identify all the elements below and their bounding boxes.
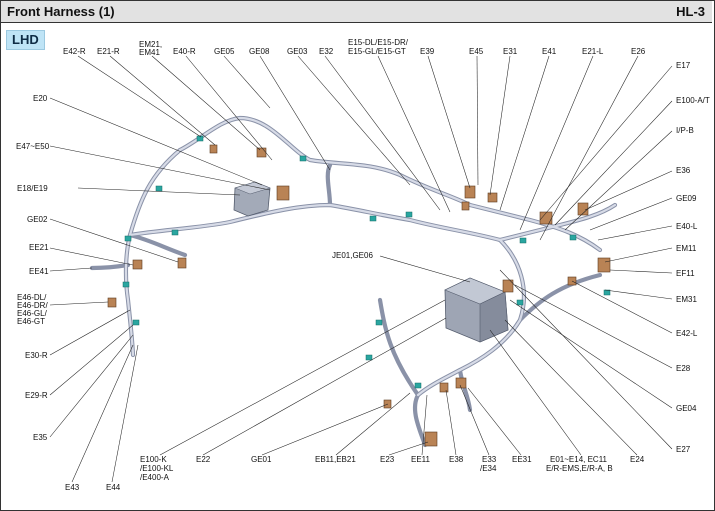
label-e46-line1: E46-DL/: [17, 293, 47, 302]
label-e26: E26: [631, 47, 646, 56]
label-ge05: GE05: [214, 47, 235, 56]
label-ee31: EE31: [512, 455, 532, 464]
page-title: Front Harness (1): [7, 4, 115, 19]
label-e24: E24: [630, 455, 645, 464]
connector-icon: [502, 279, 514, 293]
junction-block: [233, 181, 271, 217]
label-ef11: EF11: [676, 269, 695, 278]
label-e18-e19: E18/E19: [17, 184, 48, 193]
connector-icon: [464, 185, 476, 199]
label-em11: EM11: [676, 244, 697, 253]
label-e32: E32: [319, 47, 334, 56]
label-e40-r: E40-R: [173, 47, 196, 56]
label-e46-line2: E46-DR/: [17, 301, 48, 310]
label-ge04: GE04: [676, 404, 697, 413]
label-e15-line1: E15-DL/E15-DR/: [348, 38, 409, 47]
label-em31: EM31: [676, 295, 697, 304]
label-e47-e50: E47~E50: [16, 142, 50, 151]
label-e43: E43: [65, 483, 80, 492]
label-e42-l: E42-L: [676, 329, 698, 338]
label-e29-r: E29-R: [25, 391, 48, 400]
label-e21-l: E21-L: [582, 47, 604, 56]
label-e100-k-line1: E100-K: [140, 455, 167, 464]
connector-icon: [209, 144, 218, 154]
label-e46-line3: E46-GL/: [17, 309, 48, 318]
label-e100-at: E100-A/T: [676, 96, 710, 105]
label-ip-b: I/P-B: [676, 126, 694, 135]
label-e100-k-line3: /E400-A: [140, 473, 170, 482]
label-e45: E45: [469, 47, 484, 56]
label-ee11: EE11: [411, 455, 431, 464]
label-e15-line2: E15-GL/E15-GT: [348, 47, 406, 56]
label-em21: EM21,: [139, 40, 162, 49]
connector-icon: [439, 382, 449, 393]
label-e41: E41: [542, 47, 557, 56]
connector-icon: [424, 431, 438, 447]
label-e40-l: E40-L: [676, 222, 698, 231]
label-e36: E36: [676, 166, 691, 175]
label-ge09: GE09: [676, 194, 697, 203]
connector-icon: [455, 377, 467, 389]
harness-clips: [122, 135, 611, 389]
connector-icon: [487, 192, 498, 203]
label-e28: E28: [676, 364, 691, 373]
label-eb11-eb21: EB11,EB21: [315, 455, 356, 464]
label-e46-line4: E46-GT: [17, 317, 45, 326]
label-ge08: GE08: [249, 47, 270, 56]
label-e42-r: E42-R: [63, 47, 86, 56]
label-e23: E23: [380, 455, 395, 464]
connector-icon: [132, 259, 143, 270]
connector-icon: [107, 297, 117, 308]
label-je01-ge06: JE01,GE06: [332, 251, 373, 260]
label-e33: E33: [482, 455, 497, 464]
label-e39: E39: [420, 47, 435, 56]
label-e34: /E34: [480, 464, 497, 473]
connector-icon: [597, 257, 611, 273]
label-ge01: GE01: [251, 455, 272, 464]
lhd-badge: LHD: [6, 30, 45, 50]
label-e20: E20: [33, 94, 48, 103]
label-e21-r: E21-R: [97, 47, 120, 56]
label-e01-e14: E01~E14, EC11: [550, 455, 608, 464]
label-e30-r: E30-R: [25, 351, 48, 360]
labels: E42-R E21-R EM21, EM41 E40-R GE05 GE08 G…: [16, 38, 710, 492]
connectors: [107, 144, 611, 447]
label-ge03: GE03: [287, 47, 308, 56]
label-e100-k-line2: /E100-KL: [140, 464, 174, 473]
label-ee41: EE41: [29, 267, 49, 276]
page-code: HL-3: [676, 4, 705, 19]
label-e17: E17: [676, 61, 691, 70]
engine-relay-box: [444, 277, 509, 343]
label-em41: EM41: [139, 48, 160, 57]
connector-icon: [256, 147, 267, 158]
label-e22: E22: [196, 455, 211, 464]
label-er-ems: E/R-EMS,E/R-A, B: [546, 464, 613, 473]
label-ge02: GE02: [27, 215, 48, 224]
label-e27: E27: [676, 445, 691, 454]
label-e35: E35: [33, 433, 48, 442]
label-e44: E44: [106, 483, 121, 492]
connector-icon: [177, 257, 187, 269]
connector-icon: [276, 185, 290, 201]
harness-bundle: [89, 115, 618, 448]
label-e31: E31: [503, 47, 518, 56]
header-bar: Front Harness (1) HL-3: [1, 1, 712, 23]
label-ee21: EE21: [29, 243, 49, 252]
connector-icon: [461, 201, 470, 211]
label-e38: E38: [449, 455, 464, 464]
leader-lines: [49, 55, 673, 483]
